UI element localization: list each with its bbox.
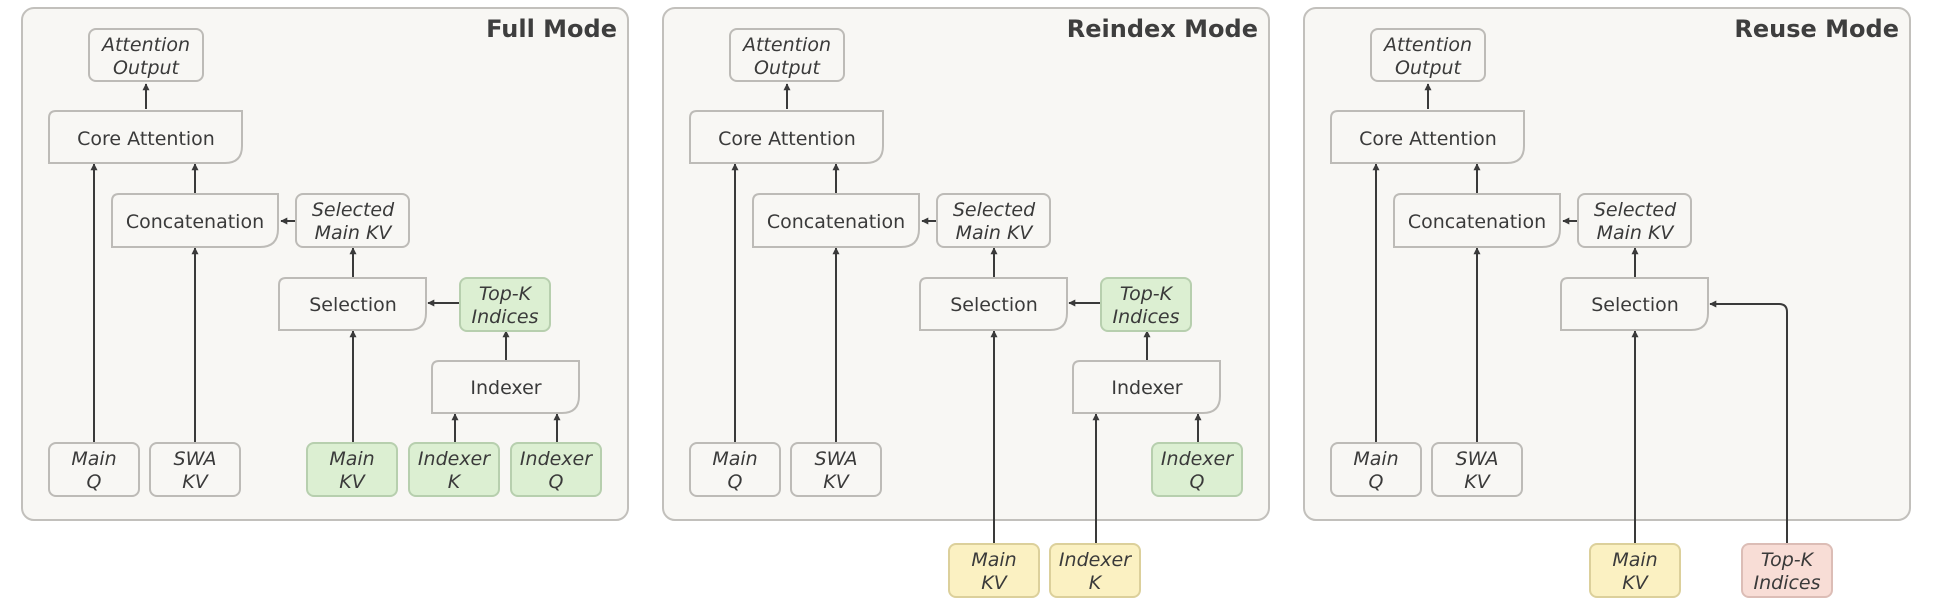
concatenation-box: Concatenation: [752, 193, 920, 248]
attention-output-box: Attention Output: [1370, 28, 1486, 82]
svg-text:Main: Main: [71, 448, 116, 470]
svg-text:Main: Main: [1612, 549, 1657, 571]
svg-text:Main KV: Main KV: [1597, 222, 1676, 244]
svg-text:Main: Main: [329, 448, 374, 470]
indexer-box: Indexer: [1072, 360, 1221, 414]
selection-box: Selection: [278, 277, 427, 331]
panel-reuse-mode: Reuse Mode Attention Output Core Attenti…: [1303, 7, 1911, 598]
top-k-indices-box: Top-K Indices: [459, 277, 551, 332]
svg-text:Q: Q: [728, 471, 743, 493]
external-main-kv-box: Main KV: [1589, 543, 1681, 598]
external-top-k-indices-box: Top-K Indices: [1741, 543, 1833, 598]
svg-text:Indices: Indices: [471, 306, 538, 328]
svg-text:Q: Q: [87, 471, 102, 493]
svg-text:SWA: SWA: [174, 448, 217, 470]
svg-text:Main KV: Main KV: [956, 222, 1035, 244]
svg-text:Core Attention: Core Attention: [77, 128, 215, 150]
svg-text:K: K: [448, 471, 462, 493]
svg-text:Selected: Selected: [1594, 199, 1677, 221]
panel-title: Full Mode: [486, 15, 617, 43]
svg-text:KV: KV: [182, 471, 209, 493]
svg-text:Output: Output: [754, 57, 822, 79]
panel-title: Reuse Mode: [1734, 15, 1899, 43]
svg-text:Output: Output: [113, 57, 181, 79]
svg-text:Indices: Indices: [1753, 572, 1820, 594]
svg-text:Indices: Indices: [1112, 306, 1179, 328]
svg-text:KV: KV: [339, 471, 366, 493]
core-attention-box: Core Attention: [689, 110, 884, 164]
svg-text:Top-K: Top-K: [1761, 549, 1815, 571]
svg-text:Main: Main: [971, 549, 1016, 571]
selected-main-kv-box: Selected Main KV: [936, 193, 1051, 248]
svg-text:SWA: SWA: [1456, 448, 1499, 470]
external-indexer-k-box: Indexer K: [1049, 543, 1141, 598]
attention-output-box: Attention Output: [88, 28, 204, 82]
svg-text:Q: Q: [1190, 471, 1205, 493]
svg-text:Concatenation: Concatenation: [1408, 211, 1546, 233]
swa-kv-box: SWA KV: [1431, 442, 1523, 497]
selected-main-kv-box: Selected Main KV: [295, 193, 410, 248]
svg-text:SWA: SWA: [815, 448, 858, 470]
external-main-kv-box: Main KV: [948, 543, 1040, 598]
core-attention-box: Core Attention: [48, 110, 243, 164]
concatenation-box: Concatenation: [1393, 193, 1561, 248]
svg-text:KV: KV: [823, 471, 850, 493]
swa-kv-box: SWA KV: [790, 442, 882, 497]
svg-text:Indexer: Indexer: [418, 448, 491, 470]
panel-reindex-mode: Reindex Mode Attention Output Core Atten…: [662, 7, 1270, 598]
svg-text:Indexer: Indexer: [520, 448, 593, 470]
main-q-box: Main Q: [1330, 442, 1422, 497]
svg-text:KV: KV: [1622, 572, 1649, 594]
svg-text:Top-K: Top-K: [1120, 283, 1174, 305]
swa-kv-box: SWA KV: [149, 442, 241, 497]
svg-text:Top-K: Top-K: [479, 283, 533, 305]
svg-text:Selected: Selected: [312, 199, 395, 221]
svg-text:Core Attention: Core Attention: [718, 128, 856, 150]
svg-text:Selection: Selection: [1591, 294, 1679, 316]
svg-text:K: K: [1089, 572, 1103, 594]
panel-title: Reindex Mode: [1067, 15, 1258, 43]
svg-text:Indexer: Indexer: [1161, 448, 1234, 470]
svg-text:Attention: Attention: [1382, 34, 1472, 56]
svg-text:Selection: Selection: [950, 294, 1038, 316]
svg-text:Output: Output: [1395, 57, 1463, 79]
svg-text:Indexer: Indexer: [1111, 377, 1182, 399]
svg-text:KV: KV: [1464, 471, 1491, 493]
svg-text:Concatenation: Concatenation: [767, 211, 905, 233]
svg-text:Selected: Selected: [953, 199, 1036, 221]
svg-text:Attention: Attention: [100, 34, 190, 56]
svg-text:Core Attention: Core Attention: [1359, 128, 1497, 150]
core-attention-box: Core Attention: [1330, 110, 1525, 164]
svg-text:KV: KV: [981, 572, 1008, 594]
concatenation-box: Concatenation: [111, 193, 279, 248]
svg-text:Main: Main: [1353, 448, 1398, 470]
main-kv-box: Main KV: [306, 442, 398, 497]
indexer-k-box: Indexer K: [408, 442, 500, 497]
selection-box: Selection: [919, 277, 1068, 331]
attention-output-box: Attention Output: [729, 28, 845, 82]
main-q-box: Main Q: [689, 442, 781, 497]
panel-full-mode: Full Mode Attention Output Core Attentio…: [21, 7, 629, 521]
selected-main-kv-box: Selected Main KV: [1577, 193, 1692, 248]
svg-text:Selection: Selection: [309, 294, 397, 316]
svg-text:Q: Q: [1369, 471, 1384, 493]
svg-text:Indexer: Indexer: [470, 377, 541, 399]
svg-text:Main: Main: [712, 448, 757, 470]
indexer-box: Indexer: [431, 360, 580, 414]
main-q-box: Main Q: [48, 442, 140, 497]
svg-text:Concatenation: Concatenation: [126, 211, 264, 233]
indexer-q-box: Indexer Q: [510, 442, 602, 497]
svg-text:Q: Q: [549, 471, 564, 493]
svg-text:Indexer: Indexer: [1059, 549, 1132, 571]
top-k-indices-box: Top-K Indices: [1100, 277, 1192, 332]
indexer-q-box: Indexer Q: [1151, 442, 1243, 497]
svg-text:Main KV: Main KV: [315, 222, 394, 244]
svg-text:Attention: Attention: [741, 34, 831, 56]
selection-box: Selection: [1560, 277, 1709, 331]
